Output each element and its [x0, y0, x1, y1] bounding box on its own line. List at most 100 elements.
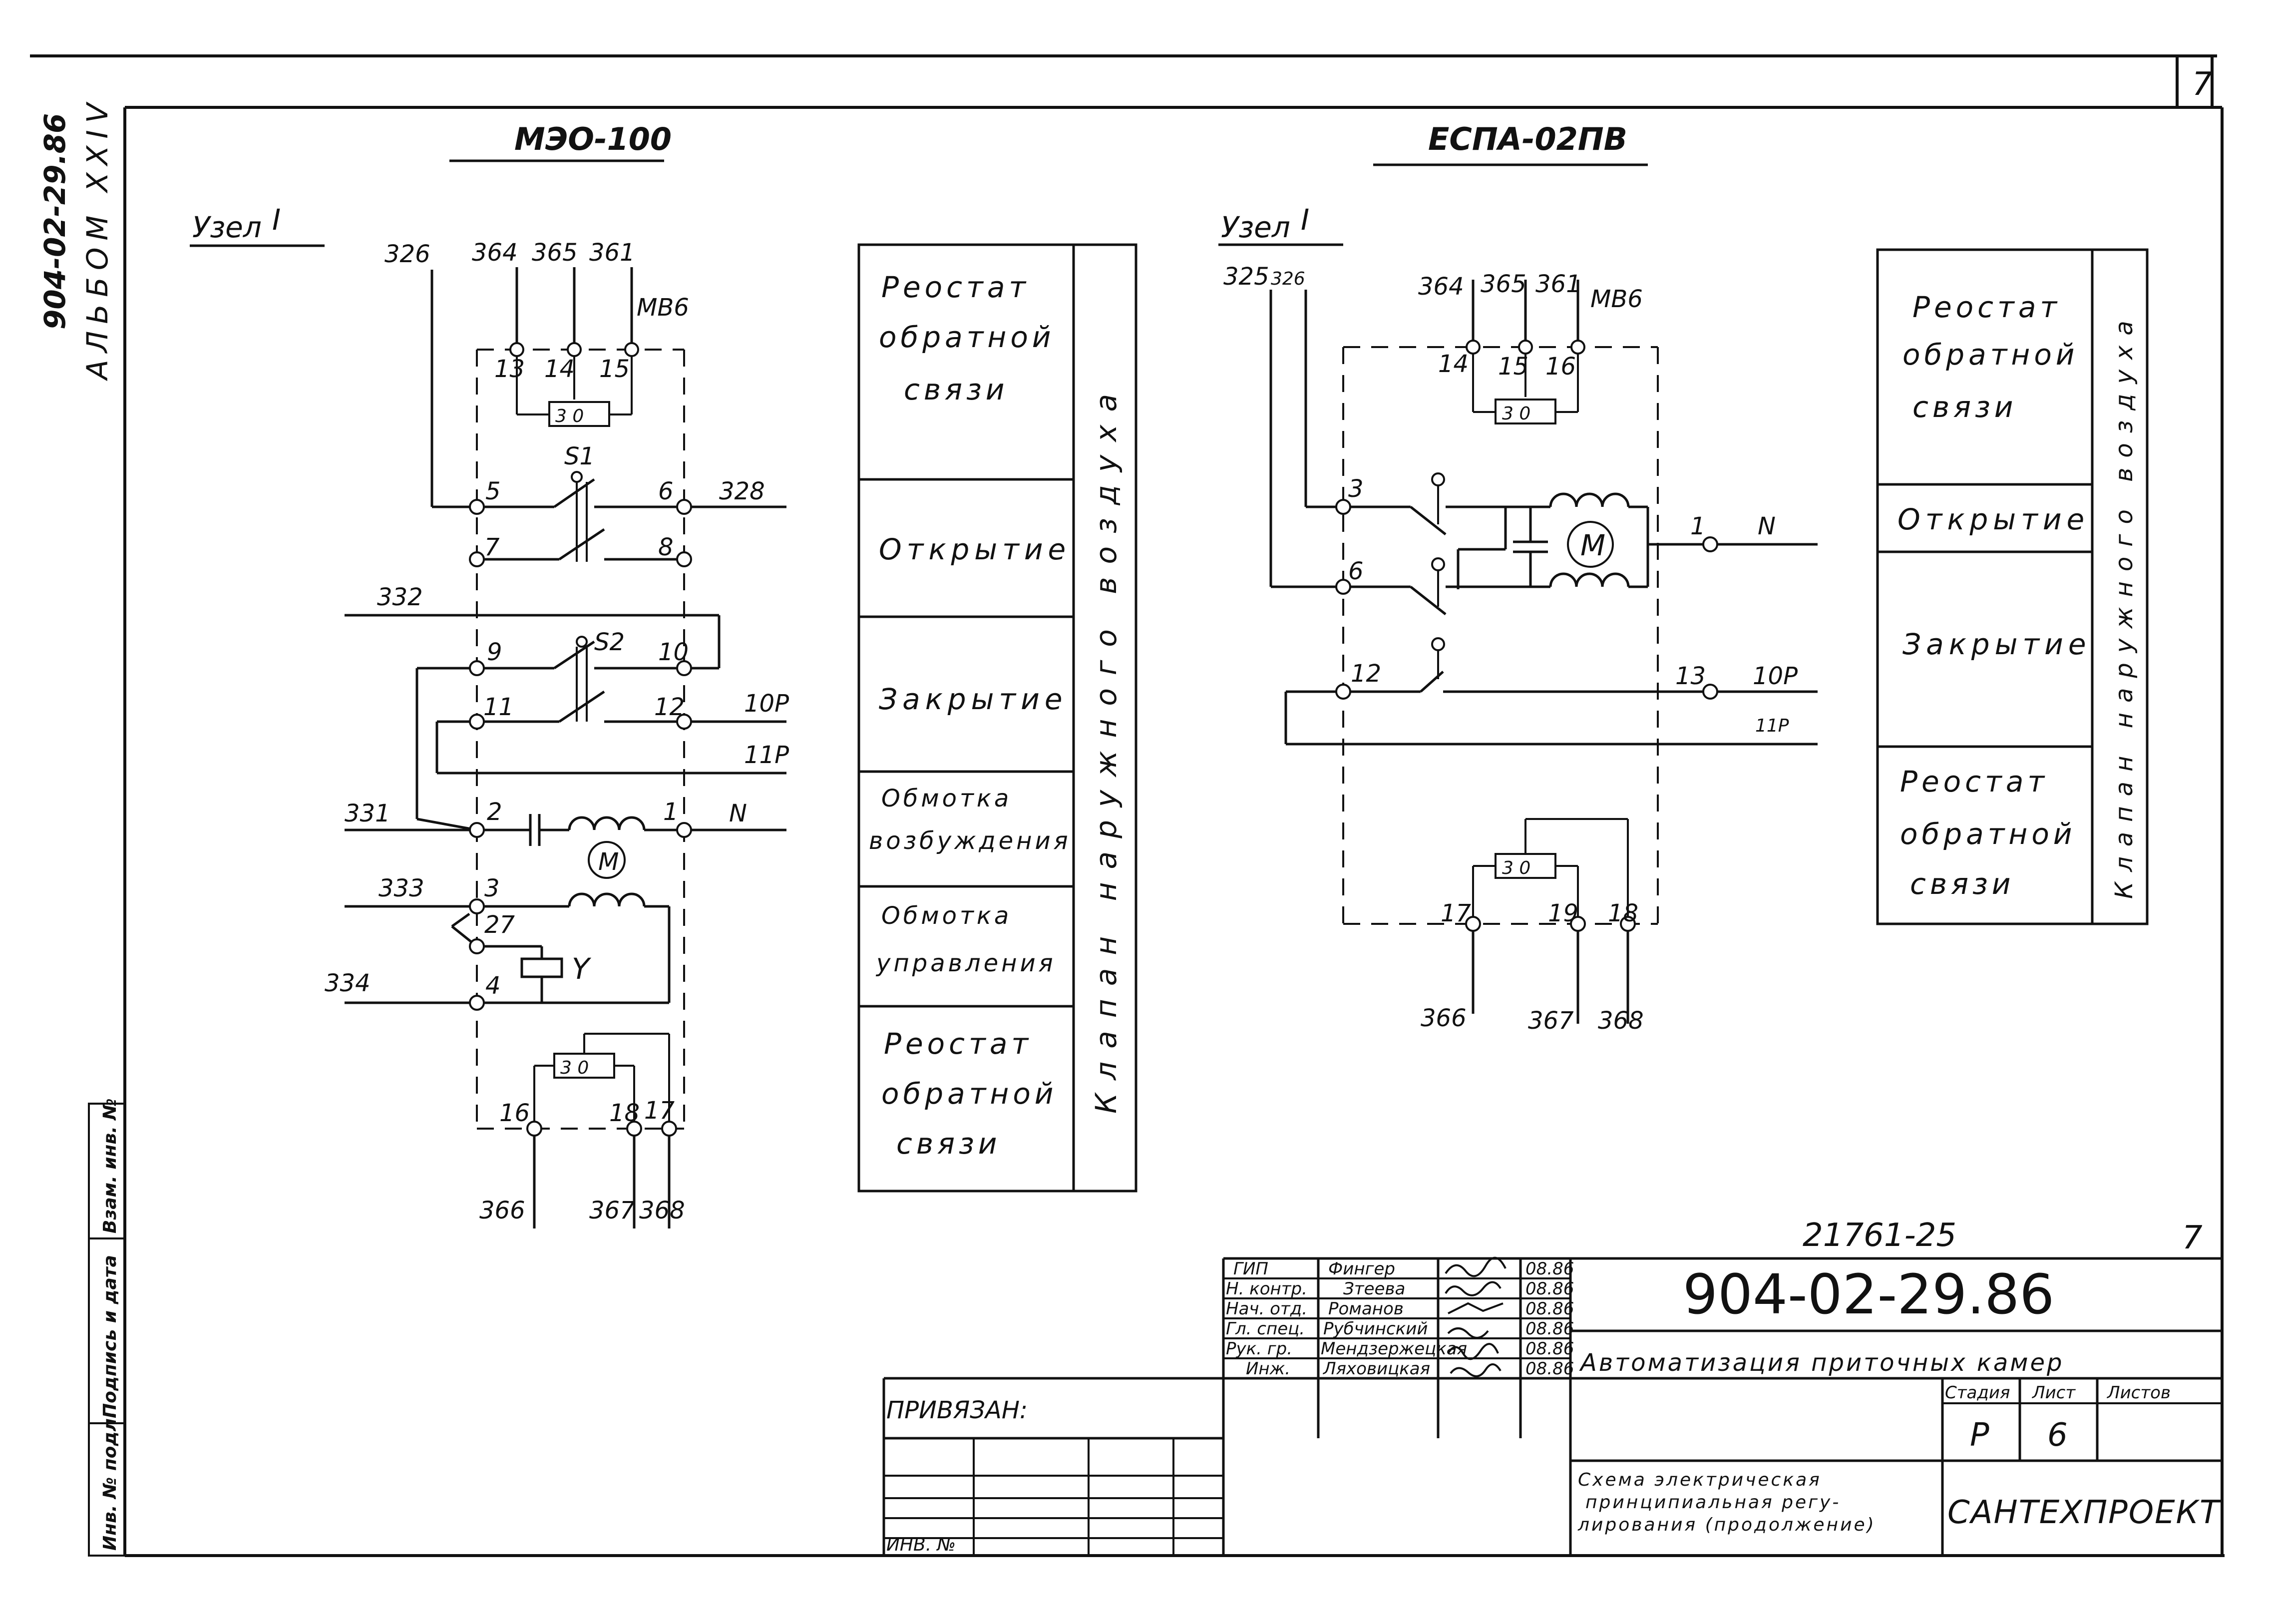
right-sensor-tag: 3 0	[1502, 404, 1530, 424]
right-table: Реостат обратной связи Открытие Закрытие…	[1876, 248, 2149, 925]
title-block: 21761-25 7 ПРИВЯЗАН: ИНВ. № ГИП Фингер 0…	[882, 1217, 2222, 1556]
right-term-18: 18	[1608, 899, 1638, 927]
right-node-roman: I	[1301, 203, 1309, 237]
title-code: 904-02-29.86	[1683, 1262, 2054, 1326]
album-name: АЛЬБОМ XXIV	[80, 96, 114, 382]
right-sensor-term-16: 16	[1545, 353, 1576, 381]
sheet-label: Лист	[2031, 1383, 2076, 1403]
left-node-label: Узел	[192, 210, 262, 244]
privyazan-label: ПРИВЯЗАН:	[886, 1396, 1028, 1424]
left-wire-332: 332	[377, 583, 423, 611]
right-term-17: 17	[1441, 899, 1472, 927]
album-labels: 904-02-29.86 АЛЬБОМ XXIV	[38, 96, 114, 382]
sig-name-5: Мендзержецкая	[1321, 1339, 1467, 1359]
title-project: Автоматизация приточных камер	[1579, 1349, 2064, 1377]
left-term-1: 1	[663, 798, 679, 826]
side-stamp-cell-2: Подпись и дата	[100, 1255, 120, 1418]
right-wire-367: 367	[1528, 1007, 1574, 1035]
right-term-1: 1	[1690, 512, 1706, 540]
right-table-row-3: Закрытие	[1902, 627, 2091, 661]
left-table-row-3: Закрытие	[879, 682, 1068, 716]
sheet-frame	[30, 54, 2225, 1557]
sig-role-4: Гл. спец.	[1226, 1319, 1305, 1339]
sig-name-1: Фингер	[1328, 1259, 1395, 1279]
right-sensor-term-15: 15	[1498, 353, 1528, 381]
sig-name-3: Романов	[1328, 1299, 1404, 1319]
right-wire-366: 366	[1421, 1004, 1467, 1032]
left-sensor-tag: 3 0	[555, 406, 584, 426]
sig-role-2: Н. контр.	[1226, 1279, 1307, 1299]
right-wire-364: 364	[1418, 273, 1464, 301]
sig-name-2: Зтеева	[1343, 1279, 1405, 1299]
album-code: 904-02-29.86	[38, 113, 72, 330]
right-table-row-2: Открытие	[1897, 502, 2089, 536]
right-wire-11p: 11Р	[1755, 716, 1789, 736]
right-sensor-term-14: 14	[1438, 350, 1469, 378]
left-term-27: 27	[484, 911, 515, 939]
left-table-row-5: Обмотка управления	[875, 902, 1056, 977]
sig-name-4: Рубчинский	[1323, 1319, 1428, 1339]
left-term-5: 5	[485, 477, 501, 505]
right-motor-m: M	[1580, 528, 1605, 562]
stage-label: Стадия	[1945, 1383, 2010, 1403]
right-wire-326: 326	[1271, 269, 1305, 289]
left-term-18: 18	[609, 1099, 640, 1127]
right-wire-325: 325	[1223, 263, 1269, 291]
left-wire-364: 364	[472, 239, 518, 267]
left-wire-365: 365	[532, 239, 578, 267]
sig-role-6: Инж.	[1246, 1359, 1290, 1379]
right-term-19: 19	[1548, 899, 1578, 927]
sig-date-2: 08.86	[1525, 1279, 1574, 1299]
sheets-label: Листов	[2106, 1383, 2171, 1403]
left-term-4: 4	[485, 972, 501, 1000]
right-scheme: ЕСПА-02ПВ Узел I 325 326 364 365 361 МВ6…	[1218, 121, 1818, 1035]
sig-role-3: Нач. отд.	[1226, 1299, 1307, 1319]
left-sensor-term-13: 13	[494, 355, 525, 383]
left-wire-333: 333	[378, 874, 424, 902]
sig-name-6: Ляховицкая	[1322, 1359, 1430, 1379]
sig-date-5: 08.86	[1525, 1339, 1574, 1359]
right-table-row-1: Реостат обратной связи	[1902, 290, 2092, 424]
left-wire-368: 368	[639, 1197, 685, 1224]
sheet-number-corner: 7	[2192, 66, 2213, 103]
left-term-16: 16	[499, 1099, 530, 1127]
right-wire-368: 368	[1598, 1007, 1644, 1035]
left-term-7: 7	[484, 533, 500, 561]
left-term-8: 8	[658, 533, 674, 561]
left-wire-326: 326	[384, 240, 430, 268]
right-wire-365: 365	[1481, 270, 1526, 298]
right-term-6: 6	[1348, 557, 1364, 585]
right-scheme-title: ЕСПА-02ПВ	[1428, 121, 1627, 157]
sheet-title: Схема электрическая принципиальная регу-…	[1577, 1470, 1876, 1535]
right-term-12: 12	[1351, 660, 1381, 688]
right-mark-mv6: МВ6	[1590, 285, 1643, 313]
left-wire-11p: 11Р	[744, 741, 789, 769]
left-term-3: 3	[484, 874, 500, 902]
left-term-17: 17	[644, 1097, 675, 1125]
left-sensor-term-14: 14	[544, 355, 575, 383]
side-stamp-cell-1: Инв. № подл.	[100, 1411, 120, 1551]
left-switch-s2: S2	[594, 628, 625, 656]
left-switch-s1: S1	[564, 442, 595, 470]
right-bottom-sensor-tag: 3 0	[1502, 858, 1530, 878]
left-wire-n: N	[729, 800, 747, 827]
left-wire-10p: 10Р	[744, 690, 789, 718]
right-wire-361: 361	[1535, 270, 1581, 298]
left-table-row-4: Обмотка возбуждения	[869, 785, 1071, 855]
left-sensor-term-15: 15	[599, 355, 630, 383]
left-table-row-2: Открытие	[879, 532, 1071, 566]
left-term-11: 11	[483, 693, 514, 721]
left-table-row-1: Реостат обратной связи	[879, 270, 1068, 406]
right-node-label: Узел	[1221, 210, 1290, 244]
left-scheme: МЭО-100 Узел I 326 364 365 361 МВ6 13 14…	[190, 121, 789, 1228]
left-wire-334: 334	[325, 969, 371, 997]
left-wire-331: 331	[345, 800, 390, 827]
left-term-9: 9	[487, 638, 502, 666]
left-bottom-sensor-tag: 3 0	[560, 1058, 589, 1078]
left-term-10: 10	[658, 638, 689, 666]
side-stamp-cell-3: Взам. инв. №	[100, 1098, 120, 1233]
left-motor-m: M	[598, 848, 619, 876]
right-wire-10p: 10Р	[1753, 662, 1798, 690]
right-term-13: 13	[1675, 662, 1706, 690]
